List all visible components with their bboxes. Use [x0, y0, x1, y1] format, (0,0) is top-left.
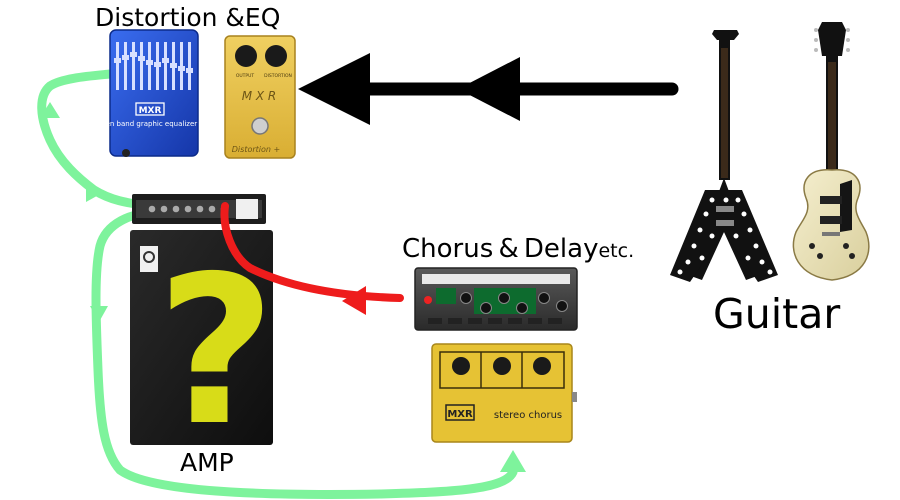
- output-knob-label: OUTPUT: [236, 73, 255, 79]
- les-paul-guitar: [793, 22, 868, 280]
- guitar-signal-arrow: [298, 53, 672, 125]
- eq-pedal: MXR ten band graphic equalizer: [103, 30, 198, 157]
- fx-rack-display: [436, 288, 456, 304]
- chorus-brand: MXR: [447, 409, 473, 420]
- lp-pickup-1: [820, 196, 842, 204]
- distortion-pedal: OUTPUT DISTORTION M X R Distortion +: [225, 36, 295, 158]
- distortion-knob-label: DISTORTION: [264, 73, 292, 79]
- amp-label: AMP: [180, 450, 234, 475]
- output-knob: [235, 45, 257, 67]
- chorus-jack: [572, 392, 577, 402]
- chorus-knob-1: [452, 357, 470, 375]
- chorus-pedal: MXR stereo chorus: [432, 344, 577, 442]
- amp-head: [132, 194, 266, 224]
- eq-jack: [122, 149, 130, 157]
- green-arrow-up: [500, 450, 526, 472]
- flying-v-guitar: [670, 30, 778, 282]
- v-pickup-1: [716, 206, 734, 212]
- lp-bridge: [822, 232, 840, 236]
- chorus-pedal-text: stereo chorus: [494, 410, 562, 421]
- arrowhead-left: [298, 53, 370, 125]
- fx-rack-led: [424, 296, 432, 304]
- guitar-label: Guitar: [713, 294, 840, 335]
- amp-logo-plate: [236, 199, 258, 219]
- arrowhead-right: [458, 57, 520, 121]
- lp-pickup-2: [820, 216, 842, 224]
- distortion-eq-label: Distortion &EQ: [95, 5, 280, 30]
- eq-pedal-text: ten band graphic equalizer: [103, 120, 197, 128]
- fx-rack-unit: [415, 268, 577, 330]
- chorus-delay-label: Chorus & Delayetc.: [402, 236, 634, 262]
- distortion-pedal-text: Distortion +: [232, 145, 280, 154]
- chorus-knob-2: [493, 357, 511, 375]
- eq-brand: MXR: [139, 106, 162, 116]
- distortion-footswitch: [252, 118, 268, 134]
- distortion-brand: M X R: [242, 89, 277, 103]
- cabinet-logo-plate: [140, 246, 158, 272]
- chorus-delay-text: Chorus & Delay: [402, 234, 598, 264]
- distortion-knob: [265, 45, 287, 67]
- chorus-knob-3: [533, 357, 551, 375]
- v-pickup-2: [716, 220, 734, 226]
- etc-label: etc.: [598, 240, 634, 262]
- les-paul-pickguard: [840, 180, 852, 232]
- fx-rack-title-strip: [422, 274, 570, 284]
